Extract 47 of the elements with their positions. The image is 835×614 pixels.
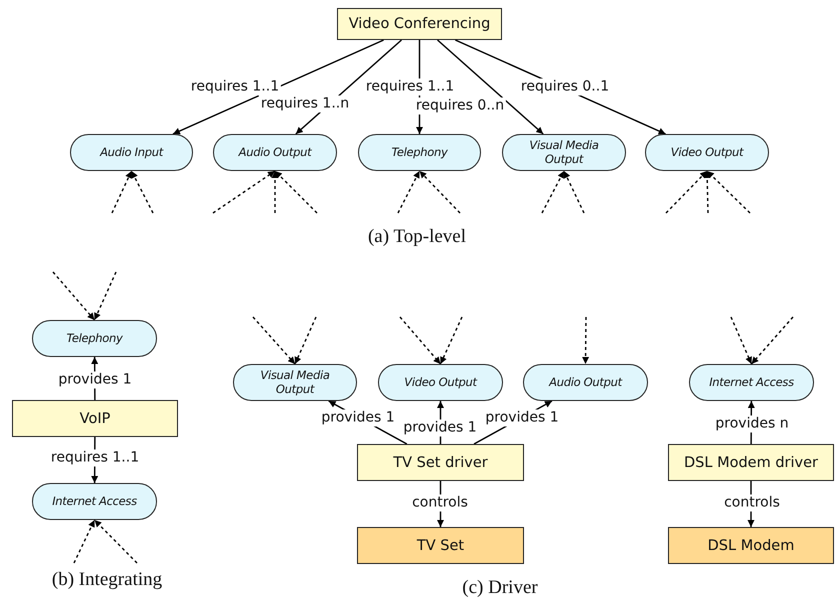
dashed-arrow	[666, 170, 708, 214]
capability-pill: Video Output	[645, 134, 769, 171]
capability-pill: Visual Media Output	[233, 364, 357, 401]
arrow	[172, 39, 384, 135]
dashed-arrow	[730, 316, 752, 364]
dashed-arrow	[563, 170, 585, 214]
capability-pill: Audio Output	[213, 134, 337, 171]
edge-label: controls	[722, 494, 782, 512]
device-box: TV Set	[357, 527, 524, 564]
capability-pill: Internet Access	[689, 364, 814, 401]
dashed-arrow	[252, 316, 296, 364]
capability-pill: Telephony	[358, 134, 481, 171]
dashed-arrow	[212, 170, 276, 214]
capability-pill: Video Output	[378, 364, 503, 401]
component-box: TV Set driver	[357, 444, 524, 481]
device-box: DSL Modem	[668, 527, 834, 564]
dashed-arrow	[582, 317, 590, 364]
capability-pill: Internet Access	[32, 483, 157, 520]
dashed-arrow	[419, 170, 460, 214]
dashed-arrow	[397, 170, 420, 214]
dashed-arrow	[541, 170, 565, 214]
edge-label: controls	[410, 494, 470, 512]
component-box: Video Conferencing	[337, 8, 502, 40]
subfigure-caption: (c) Driver	[462, 577, 538, 599]
dashed-arrow	[274, 170, 318, 214]
subfigure-caption: (b) Integrating	[52, 569, 162, 591]
dashed-arrow	[111, 170, 132, 214]
dashed-arrow	[272, 171, 278, 213]
dashed-arrow	[704, 170, 711, 214]
dashed-arrow	[706, 170, 750, 214]
subfigure-caption: (a) Top-level	[368, 226, 466, 248]
dashed-arrow	[750, 316, 794, 364]
capability-pill: Audio Input	[70, 134, 193, 171]
capability-pill: Telephony	[32, 320, 157, 357]
capability-pill: Visual Media Output	[502, 134, 626, 171]
arrow	[437, 39, 544, 135]
dashed-arrow	[294, 316, 317, 364]
dashed-arrow	[52, 272, 96, 320]
dashed-arrow	[94, 272, 117, 320]
dashed-arrow	[440, 316, 463, 364]
dashed-arrow	[94, 520, 138, 564]
component-box: DSL Modem driver	[668, 444, 834, 481]
component-box: VoIP	[12, 400, 178, 437]
dashed-arrow	[130, 170, 154, 214]
capability-pill: Audio Output	[523, 364, 648, 401]
dashed-arrow	[399, 316, 442, 364]
dashed-arrow	[73, 520, 96, 564]
